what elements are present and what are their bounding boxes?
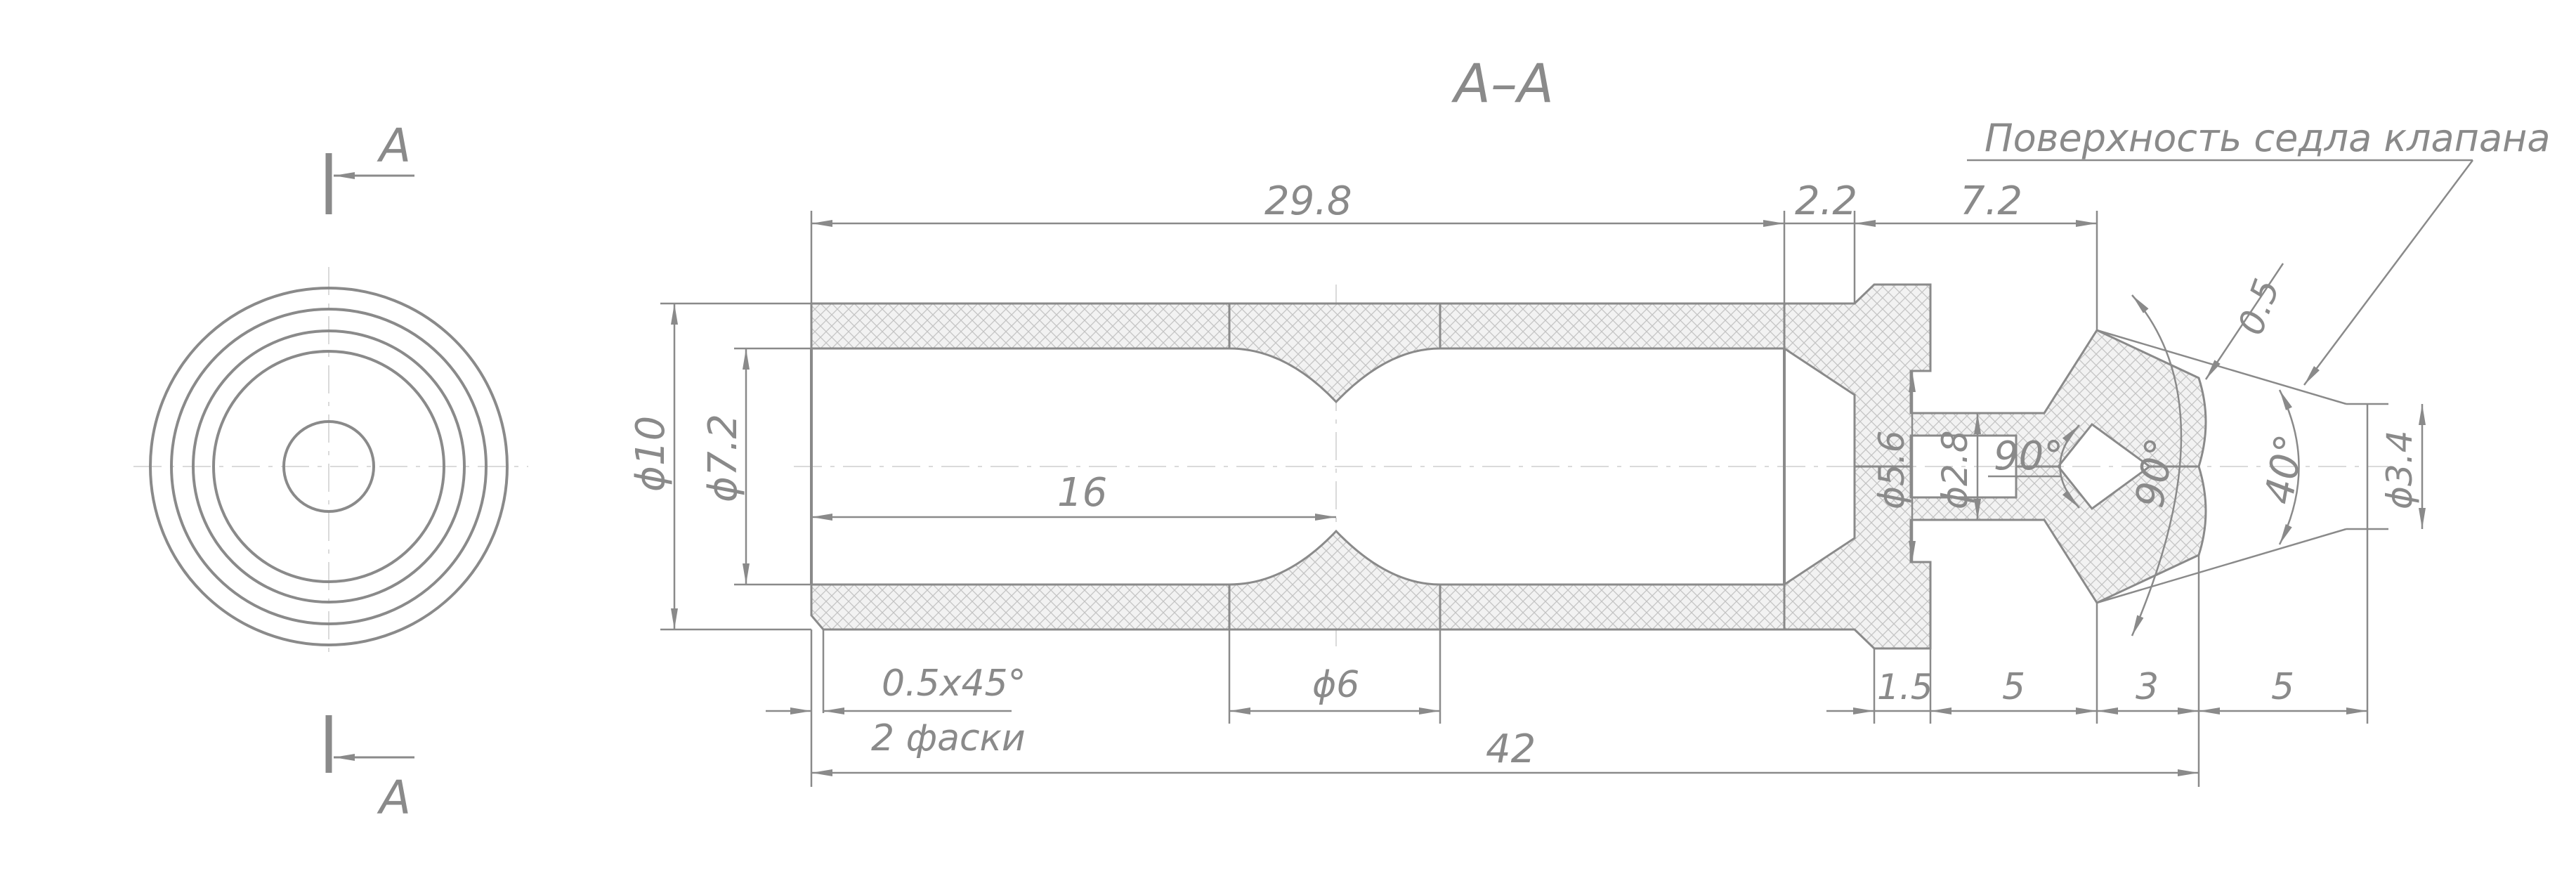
- section-cut-marker-top: A: [325, 119, 414, 214]
- chamfer-note-line2: 2 фаски: [871, 717, 1026, 759]
- outer-circle: [149, 287, 509, 646]
- dim-1-5: 1.5: [1877, 667, 1933, 707]
- dimensions: 29.8 2.2 7.2 ϕ10 ϕ7.2 16 ϕ5.6 ϕ2.8 90° 9…: [628, 178, 2426, 787]
- seat-surface-callout: Поверхность седла клапана: [1967, 116, 2550, 386]
- dim-2-2: 2.2: [1795, 178, 1857, 224]
- dim-29-8: 29.8: [1264, 178, 1352, 224]
- orifice-circle: [282, 420, 375, 513]
- dim-phi-7-2: ϕ7.2: [700, 414, 746, 502]
- chamfer-note-line1: 0.5x45°: [882, 663, 1026, 705]
- bore-circle: [212, 350, 445, 583]
- end-view: [133, 267, 528, 660]
- dim-16: 16: [1057, 470, 1107, 516]
- dim-5-b: 5: [2271, 666, 2294, 708]
- dim-angle-90-inner: 90°: [1994, 433, 2063, 479]
- section-cut-marker-bottom: A: [325, 715, 414, 825]
- chamfer-circle: [192, 329, 466, 603]
- dim-phi-2-8: ϕ2.8: [1935, 431, 1975, 510]
- dim-angle-40: 40°: [2256, 431, 2313, 507]
- section-marker-bottom-label: A: [377, 771, 411, 825]
- dim-phi-5-6: ϕ5.6: [1871, 431, 1912, 510]
- flange-circle: [170, 308, 488, 625]
- section-marker-top-label: A: [377, 119, 411, 173]
- dim-phi-3-4: ϕ3.4: [2379, 431, 2420, 510]
- dim-5-a: 5: [2002, 666, 2025, 708]
- dim-7-2: 7.2: [1960, 178, 2022, 224]
- dim-phi-6: ϕ6: [1312, 664, 1359, 706]
- dim-phi-10: ϕ10: [628, 416, 674, 492]
- callout-label: Поверхность седла клапана: [1985, 116, 2550, 160]
- dim-3: 3: [2136, 666, 2159, 708]
- dim-42: 42: [1486, 726, 1536, 772]
- section-title: A–A: [1451, 52, 1554, 115]
